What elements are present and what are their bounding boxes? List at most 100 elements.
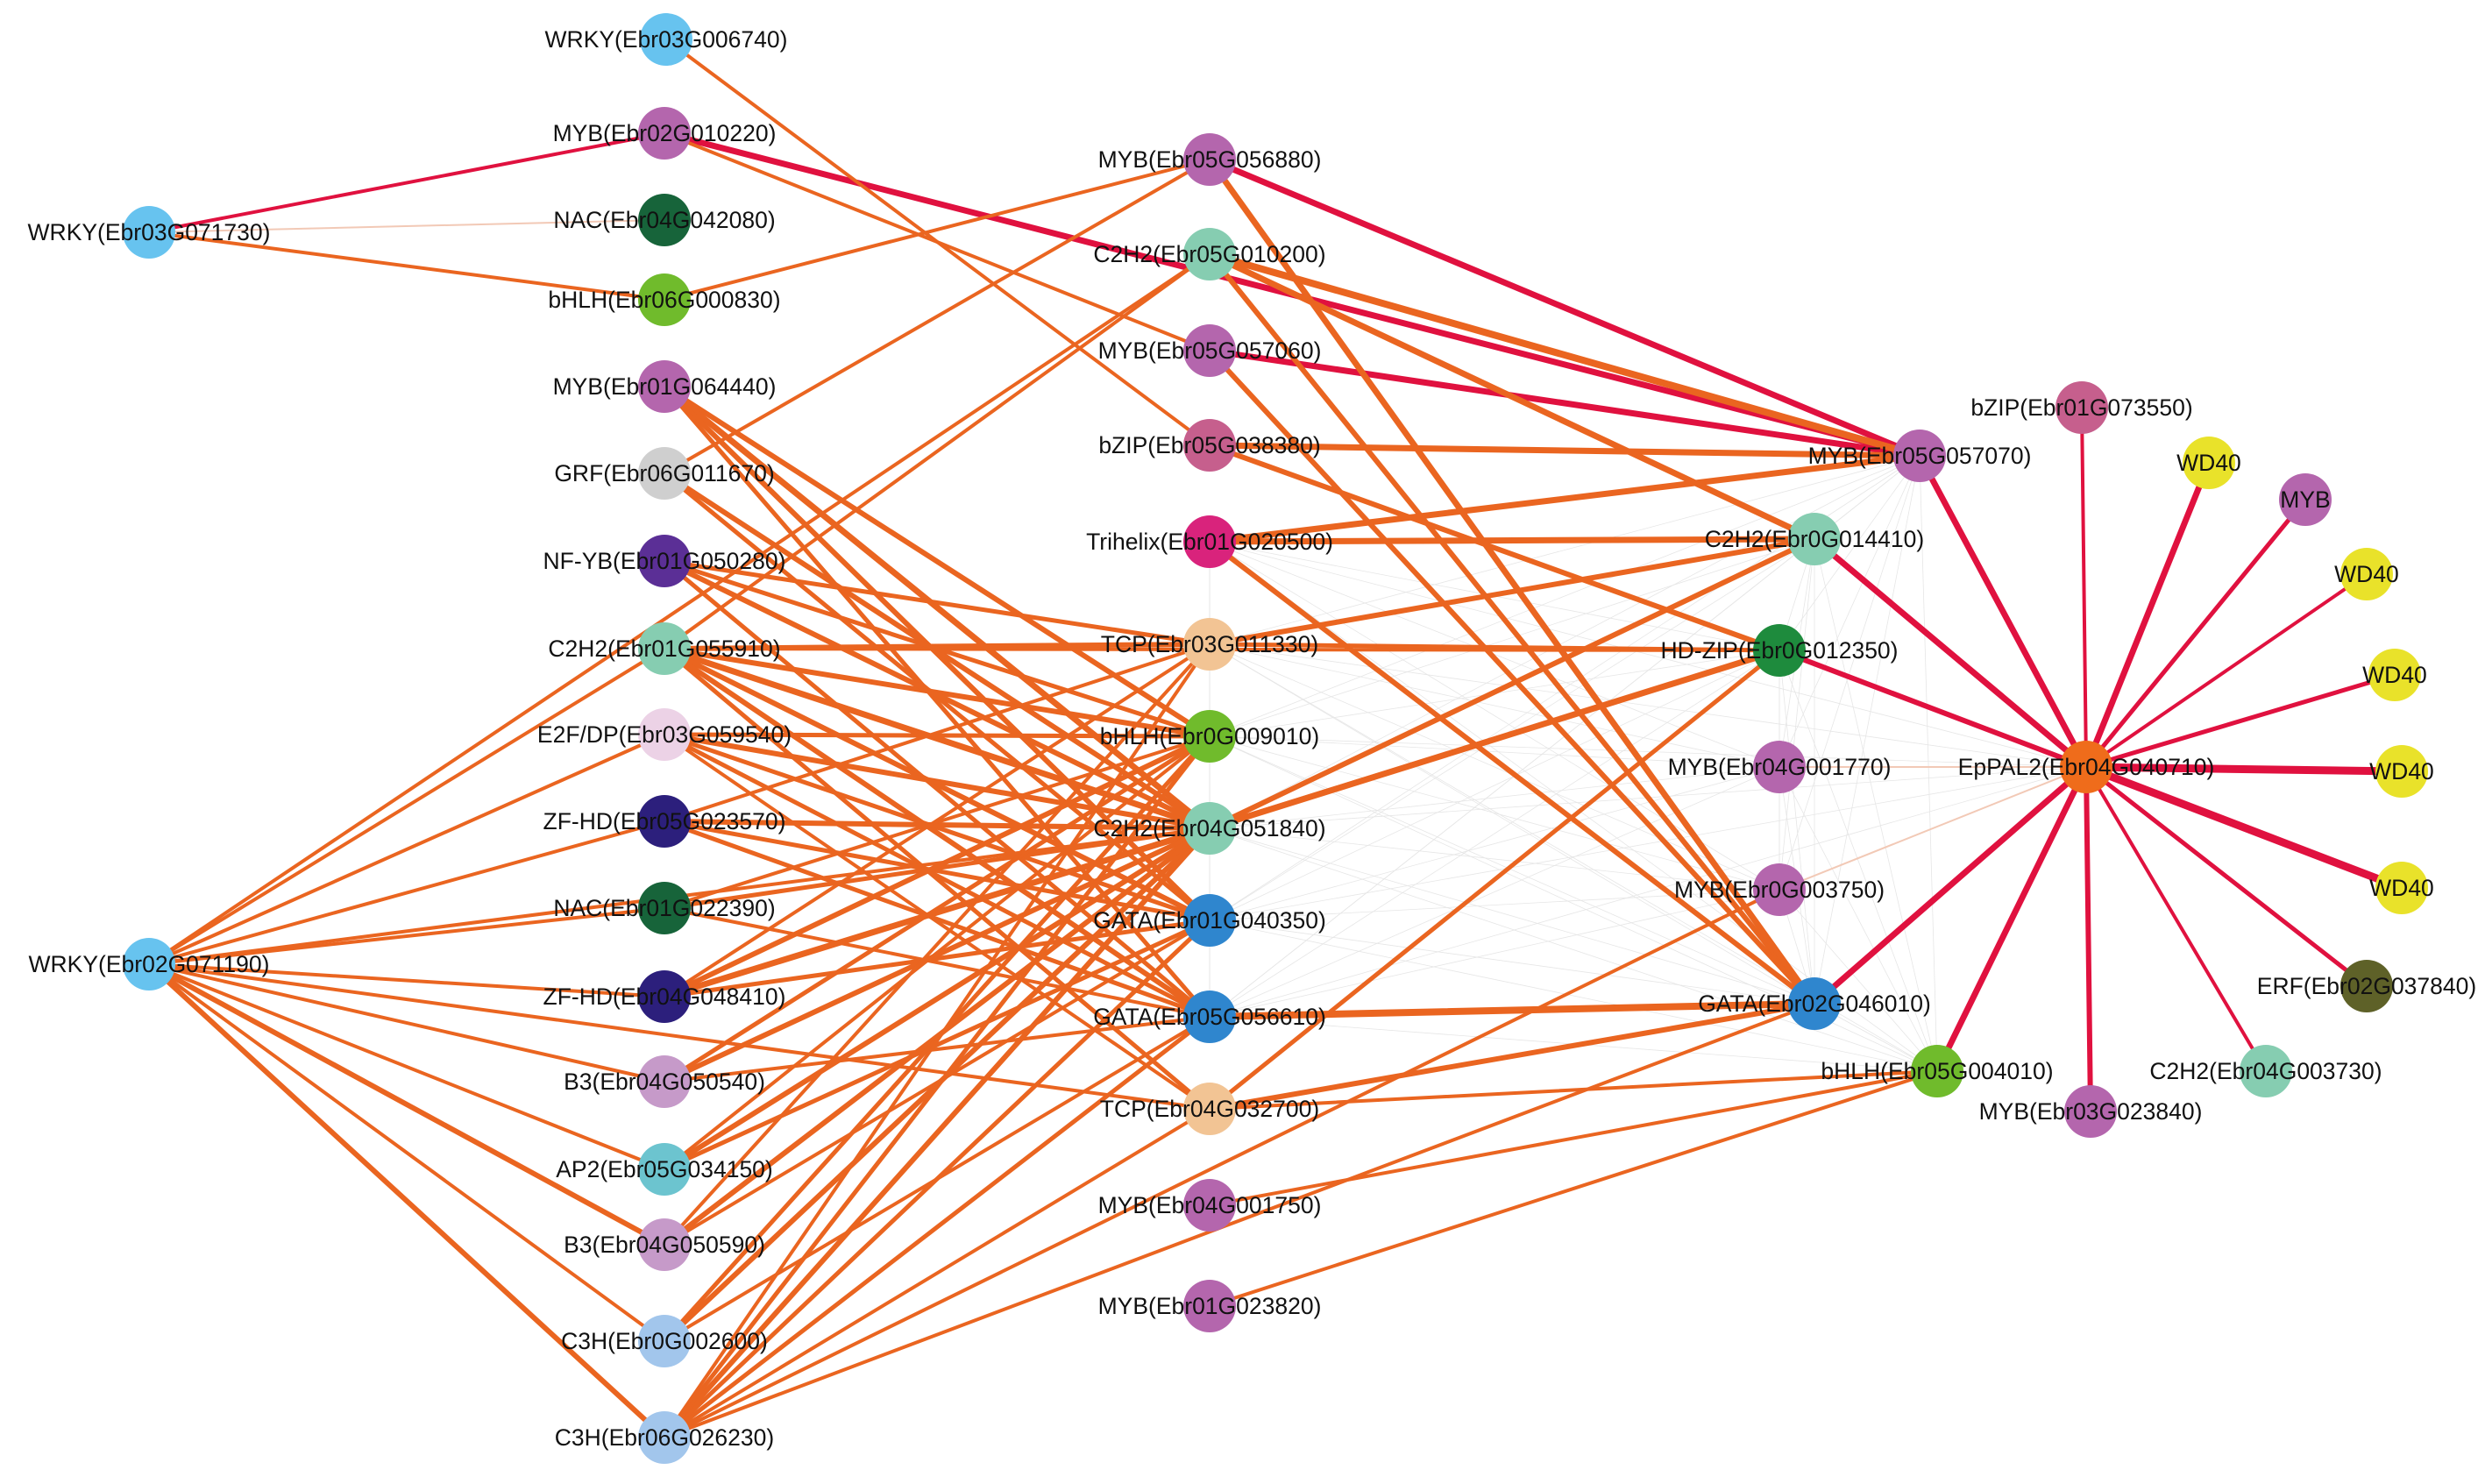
node-n4[interactable]: bHLH(Ebr06G000830): [548, 273, 781, 326]
node-m5[interactable]: Trihelix(Ebr01G020500): [1086, 515, 1333, 568]
node-circle[interactable]: [638, 708, 691, 761]
node-circle[interactable]: [638, 622, 691, 675]
node-circle[interactable]: [1183, 802, 1236, 855]
node-m9[interactable]: GATA(Ebr01G040350): [1093, 894, 1326, 947]
node-circle[interactable]: [2368, 649, 2421, 701]
node-m2[interactable]: C2H2(Ebr05G010200): [1093, 228, 1326, 280]
node-s10[interactable]: MYB(Ebr03G023840): [1979, 1085, 2203, 1138]
node-m13[interactable]: MYB(Ebr01G023820): [1098, 1280, 1322, 1332]
node-m6[interactable]: TCP(Ebr03G011330): [1101, 618, 1318, 671]
node-m10[interactable]: GATA(Ebr05G056610): [1093, 991, 1326, 1043]
node-s3[interactable]: MYB: [2279, 473, 2332, 526]
node-circle[interactable]: [638, 1055, 691, 1108]
node-circle[interactable]: [638, 795, 691, 848]
node-circle[interactable]: [1183, 1179, 1236, 1232]
node-s6[interactable]: WD40: [2369, 745, 2434, 798]
node-r4[interactable]: MYB(Ebr04G001770): [1668, 741, 1892, 793]
node-s9[interactable]: C2H2(Ebr04G003730): [2149, 1045, 2382, 1097]
node-r1[interactable]: MYB(Ebr05G057070): [1808, 430, 2032, 482]
node-r5[interactable]: MYB(Ebr0G003750): [1674, 863, 1885, 916]
node-circle[interactable]: [640, 13, 692, 66]
node-hub[interactable]: EpPAL2(Ebr04G040710): [1958, 741, 2215, 793]
node-n19[interactable]: WRKY(Ebr02G071190): [29, 938, 270, 991]
node-m11[interactable]: TCP(Ebr04G032700): [1100, 1083, 1319, 1135]
node-circle[interactable]: [2055, 381, 2108, 434]
node-r3[interactable]: HD-ZIP(Ebr0G012350): [1661, 624, 1899, 677]
node-n2[interactable]: MYB(Ebr02G010220): [553, 107, 777, 160]
node-circle[interactable]: [1183, 618, 1236, 671]
node-circle[interactable]: [1753, 741, 1806, 793]
node-n3[interactable]: NAC(Ebr04G042080): [553, 194, 776, 246]
node-circle[interactable]: [2060, 741, 2112, 793]
node-circle[interactable]: [2340, 960, 2393, 1012]
node-circle[interactable]: [123, 206, 175, 259]
node-n18[interactable]: WRKY(Ebr03G071730): [28, 206, 271, 259]
node-circle[interactable]: [2279, 473, 2332, 526]
node-circle[interactable]: [638, 1315, 691, 1367]
node-circle[interactable]: [1893, 430, 1946, 482]
node-circle[interactable]: [1183, 1280, 1236, 1332]
node-circle[interactable]: [638, 194, 691, 246]
node-n8[interactable]: C2H2(Ebr01G055910): [548, 622, 781, 675]
node-circle[interactable]: [1183, 1083, 1236, 1135]
node-circle[interactable]: [1753, 863, 1806, 916]
node-s1[interactable]: bZIP(Ebr01G073550): [1970, 381, 2193, 434]
node-m1[interactable]: MYB(Ebr05G056880): [1098, 133, 1322, 186]
node-n6[interactable]: GRF(Ebr06G011670): [554, 447, 775, 500]
node-n11[interactable]: NAC(Ebr01G022390): [553, 882, 776, 934]
node-circle[interactable]: [2064, 1085, 2117, 1138]
node-n9[interactable]: E2F/DP(Ebr03G059540): [537, 708, 792, 761]
node-circle[interactable]: [638, 1143, 691, 1196]
node-m8[interactable]: C2H2(Ebr04G051840): [1093, 802, 1326, 855]
node-m12[interactable]: MYB(Ebr04G001750): [1098, 1179, 1322, 1232]
node-circle[interactable]: [1753, 624, 1806, 677]
node-circle[interactable]: [638, 1218, 691, 1271]
node-circle[interactable]: [638, 273, 691, 326]
node-n13[interactable]: B3(Ebr04G050540): [564, 1055, 765, 1108]
node-circle[interactable]: [638, 882, 691, 934]
node-n1[interactable]: WRKY(Ebr03G006740): [545, 13, 788, 66]
node-r6[interactable]: GATA(Ebr02G046010): [1698, 977, 1931, 1030]
node-circle[interactable]: [1183, 228, 1236, 280]
node-circle[interactable]: [2183, 437, 2235, 489]
node-circle[interactable]: [2375, 745, 2428, 798]
node-circle[interactable]: [638, 535, 691, 587]
node-n16[interactable]: C3H(Ebr0G002600): [561, 1315, 768, 1367]
node-circle[interactable]: [638, 970, 691, 1023]
node-m4[interactable]: bZIP(Ebr05G038380): [1098, 419, 1321, 472]
node-n7[interactable]: NF-YB(Ebr01G050280): [543, 535, 786, 587]
node-circle[interactable]: [1788, 977, 1841, 1030]
node-circle[interactable]: [1183, 419, 1236, 472]
node-n17[interactable]: C3H(Ebr06G026230): [555, 1411, 774, 1464]
node-r7[interactable]: bHLH(Ebr05G004010): [1821, 1045, 2054, 1097]
node-circle[interactable]: [1183, 991, 1236, 1043]
node-s7[interactable]: WD40: [2369, 862, 2434, 914]
node-circle[interactable]: [1183, 515, 1236, 568]
node-n14[interactable]: AP2(Ebr05G034150): [556, 1143, 773, 1196]
node-m3[interactable]: MYB(Ebr05G057060): [1098, 324, 1322, 377]
node-circle[interactable]: [1911, 1045, 1963, 1097]
node-circle[interactable]: [638, 447, 691, 500]
node-s5[interactable]: WD40: [2362, 649, 2427, 701]
node-circle[interactable]: [2240, 1045, 2292, 1097]
node-s2[interactable]: WD40: [2176, 437, 2241, 489]
node-circle[interactable]: [1183, 710, 1236, 763]
node-circle[interactable]: [1183, 324, 1236, 377]
node-n10[interactable]: ZF-HD(Ebr05G023570): [543, 795, 786, 848]
node-s4[interactable]: WD40: [2334, 548, 2399, 600]
node-n5[interactable]: MYB(Ebr01G064440): [553, 360, 777, 413]
node-n12[interactable]: ZF-HD(Ebr04G048410): [543, 970, 786, 1023]
node-circle[interactable]: [1788, 513, 1841, 565]
node-circle[interactable]: [2340, 548, 2393, 600]
node-circle[interactable]: [2375, 862, 2428, 914]
node-circle[interactable]: [123, 938, 175, 991]
node-m7[interactable]: bHLH(Ebr0G009010): [1100, 710, 1319, 763]
node-circle[interactable]: [1183, 133, 1236, 186]
node-n15[interactable]: B3(Ebr04G050590): [564, 1218, 765, 1271]
node-r2[interactable]: C2H2(Ebr0G014410): [1705, 513, 1924, 565]
node-circle[interactable]: [638, 1411, 691, 1464]
node-s8[interactable]: ERF(Ebr02G037840): [2257, 960, 2476, 1012]
node-circle[interactable]: [638, 107, 691, 160]
node-circle[interactable]: [638, 360, 691, 413]
node-circle[interactable]: [1183, 894, 1236, 947]
